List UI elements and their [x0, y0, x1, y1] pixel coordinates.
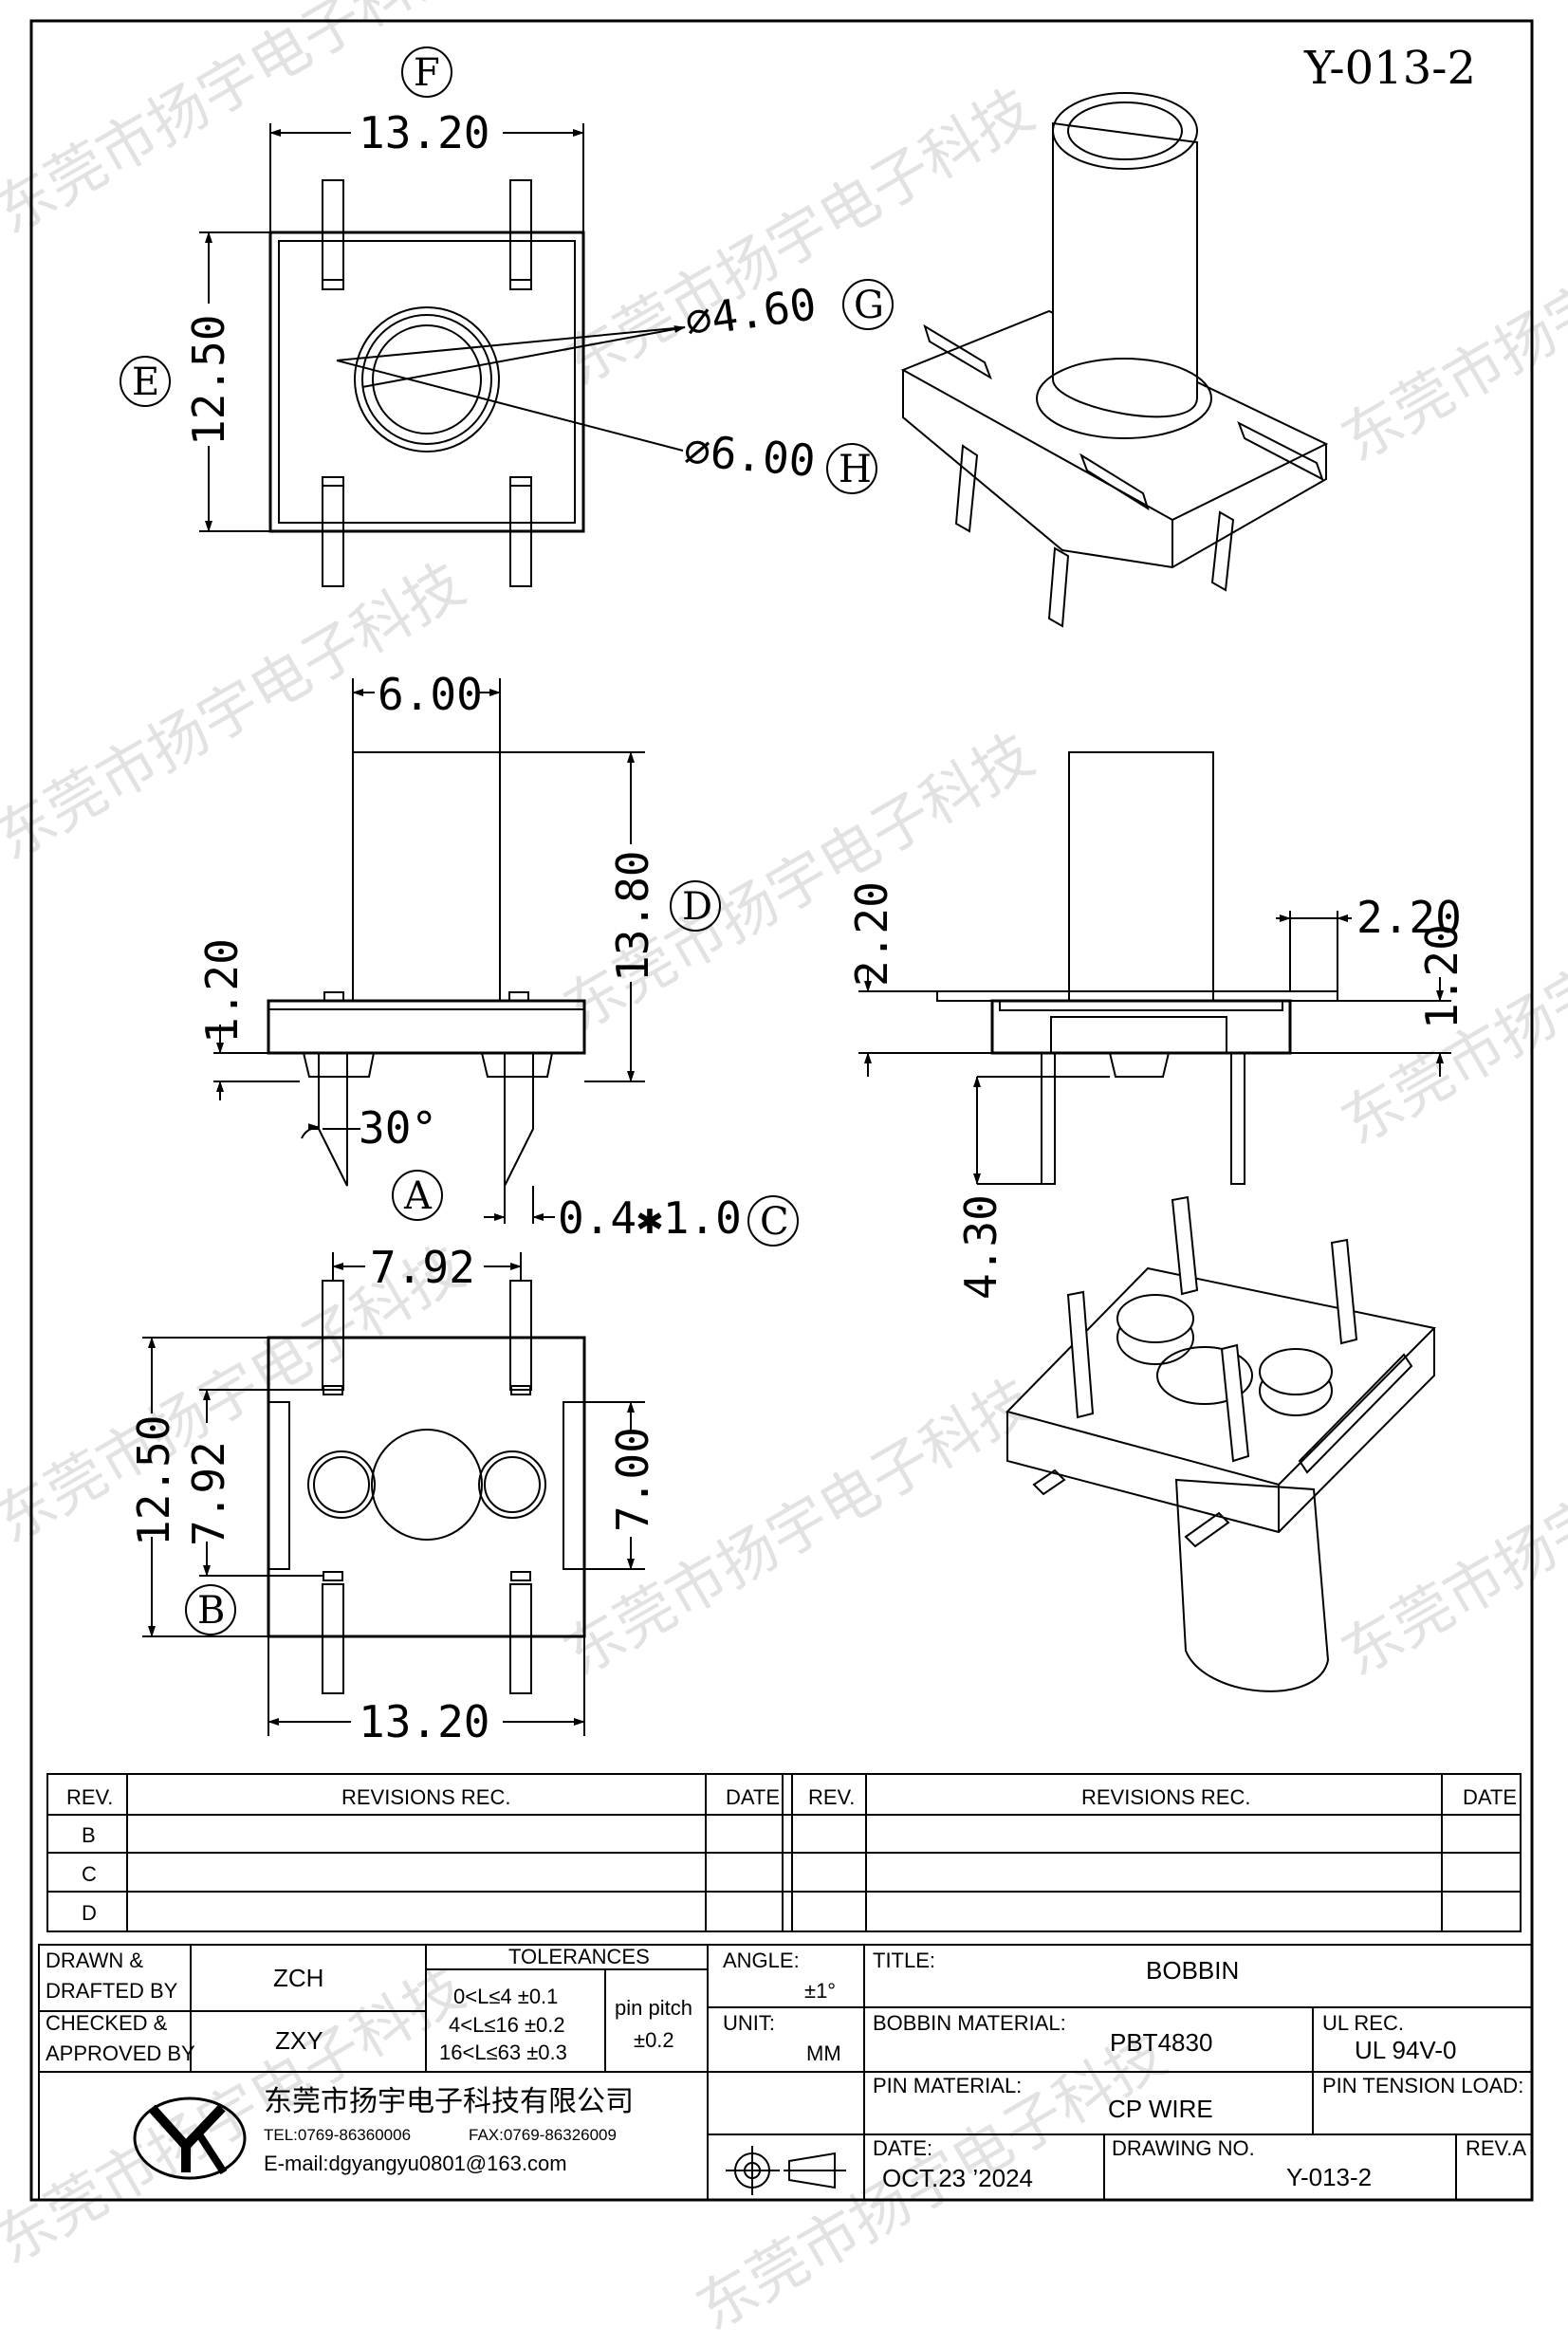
unit-label: UNIT: — [723, 2011, 775, 2035]
rev-row-d: D — [82, 1901, 97, 1925]
title-value: BOBBIN — [1146, 1956, 1239, 1985]
company-fax: FAX:0769-86326009 — [469, 2126, 617, 2144]
drawn-label-1: DRAWN & — [46, 1949, 143, 1972]
top-view — [199, 123, 686, 587]
dim-bot-width: 13.20 — [359, 1696, 489, 1747]
rev-col-2: REV. — [808, 1785, 855, 1809]
angle-tol: ±1° — [804, 1979, 836, 2003]
dim-side-flange: 1.20 — [1416, 924, 1467, 1029]
dim-inner-dia: ⌀4.60 — [682, 278, 820, 347]
dim-angle: 30° — [359, 1102, 437, 1154]
company-name: 东莞市扬宇电子科技有限公司 — [264, 2085, 634, 2118]
tolerance-header: TOLERANCES — [508, 1945, 650, 1968]
rev-col-1: REV. — [66, 1785, 113, 1809]
rev-row-c: C — [82, 1862, 97, 1886]
dim-top-height: 12.50 — [183, 315, 234, 446]
revisions-table — [46, 1773, 1522, 1932]
ul-label: UL REC. — [1322, 2011, 1404, 2035]
callout-f: F — [414, 51, 440, 95]
tolerance-3: 16<L≤63 ±0.3 — [439, 2041, 567, 2064]
dim-outer-dia: ⌀6.00 — [682, 424, 818, 487]
pin-pitch-label: pin pitch — [615, 1996, 692, 2020]
dim-side-step: 2.20 — [1356, 892, 1462, 943]
drawn-label-2: DRAFTED BY — [46, 1979, 178, 2003]
pin-material: CP WIRE — [1108, 2095, 1213, 2123]
dim-bot-height: 12.50 — [128, 1415, 179, 1546]
callout-h: H — [839, 448, 872, 491]
drawn-by: ZCH — [273, 1964, 323, 1992]
callout-e: E — [132, 360, 159, 404]
pin-material-label: PIN MATERIAL: — [873, 2074, 1022, 2097]
iso-view-top — [900, 92, 1329, 628]
checked-label-1: CHECKED & — [46, 2011, 168, 2035]
rev-label: REV.A — [1466, 2136, 1526, 2160]
drawing-no-label: DRAWING NO. — [1112, 2136, 1255, 2160]
callout-d: D — [682, 885, 712, 929]
front-view — [213, 678, 645, 1224]
pin-pitch-tol: ±0.2 — [634, 2028, 674, 2052]
technical-drawing: Y-013-2 F E G H D A C B 13.20 12.50 ⌀4.6… — [29, 19, 1534, 2202]
callout-c: C — [760, 1200, 789, 1244]
dim-pitch-y: 7.92 — [183, 1441, 234, 1546]
callout-a: A — [403, 1174, 433, 1218]
ul-value: UL 94V-0 — [1355, 2036, 1456, 2064]
callout-g: G — [854, 284, 884, 327]
date-col-1: DATE — [726, 1785, 780, 1809]
dim-total-height: 13.80 — [607, 851, 658, 982]
bottom-view — [142, 1252, 645, 1736]
tolerance-1: 0<L≤4 ±0.1 — [453, 1985, 558, 2008]
title-label: TITLE: — [873, 1949, 935, 1972]
dim-slot-len: 7.00 — [607, 1427, 658, 1532]
drawing-no: Y-013-2 — [1286, 2163, 1372, 2191]
company-logo — [133, 2097, 247, 2180]
angle-label: ANGLE: — [723, 1949, 800, 1972]
dim-side-step-h: 2.20 — [846, 881, 897, 987]
side-view — [858, 751, 1451, 1185]
callout-b: B — [197, 1589, 225, 1633]
company-email: E-mail:dgyangyu0801@163.com — [264, 2152, 567, 2175]
checked-by: ZXY — [275, 2026, 323, 2055]
rev-row-b: B — [82, 1823, 96, 1847]
dim-tube-width: 6.00 — [378, 669, 483, 720]
unit-value: MM — [806, 2041, 841, 2065]
drawing-code: Y-013-2 — [1303, 42, 1476, 95]
pin-tension-label: PIN TENSION LOAD: — [1322, 2074, 1523, 2097]
dim-pitch-x: 7.92 — [370, 1242, 475, 1293]
dim-top-width: 13.20 — [359, 107, 489, 158]
date-label: DATE: — [873, 2136, 932, 2160]
dim-pin-size: 0.4✱1.0 — [558, 1192, 742, 1244]
iso-view-bottom — [1005, 1195, 1437, 1692]
bobbin-material-label: BOBBIN MATERIAL: — [873, 2011, 1066, 2035]
company-tel: TEL:0769-86360006 — [264, 2126, 411, 2144]
dim-pin-len: 4.30 — [955, 1194, 1006, 1300]
checked-label-2: APPROVED BY — [46, 2041, 195, 2065]
rec-col-1: REVISIONS REC. — [341, 1785, 510, 1809]
dim-flange-thk: 1.20 — [196, 938, 248, 1044]
bobbin-material: PBT4830 — [1110, 2028, 1212, 2057]
tolerance-2: 4<L≤16 ±0.2 — [449, 2013, 565, 2037]
callout-circles — [120, 46, 894, 1635]
rec-col-2: REVISIONS REC. — [1081, 1785, 1250, 1809]
title-block — [38, 1944, 1533, 2201]
date-value: OCT.23 ’2024 — [882, 2164, 1033, 2192]
date-col-2: DATE — [1463, 1785, 1517, 1809]
